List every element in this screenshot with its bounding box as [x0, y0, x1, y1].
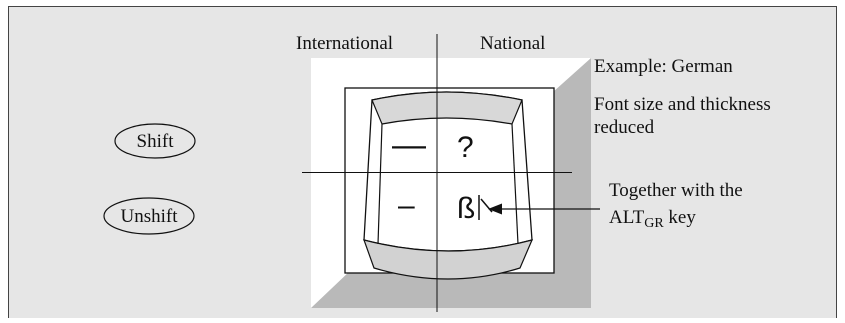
- header-international: International: [296, 33, 393, 54]
- pointer-arrowhead: [488, 203, 502, 215]
- keycap-top-bevel: [371, 91, 523, 125]
- keycap-top-left-glyph: —: [392, 126, 426, 164]
- alt-gr-note: ALTGR key: [609, 207, 696, 231]
- keycap-bottom-left-glyph: –: [398, 189, 415, 222]
- unshift-label: Unshift: [121, 206, 179, 227]
- keycap-right-inner-edge: [511, 123, 519, 245]
- font-note-line1: Font size and thickness: [594, 94, 771, 115]
- shift-label: Shift: [137, 131, 175, 152]
- alt-gr-subscript: GR: [644, 216, 664, 231]
- header-national: National: [480, 33, 545, 54]
- example-note: Example: German: [594, 56, 733, 77]
- keycap-top-right-glyph: ?: [457, 131, 474, 164]
- keycap-bottom-bevel: [363, 239, 534, 280]
- alt-gr-prefix: ALT: [609, 207, 645, 228]
- keycap-bottom-right-glyph: ß: [457, 192, 475, 225]
- shift-ellipse: [114, 123, 196, 159]
- keycap-left-inner-edge: [377, 123, 383, 245]
- key-base-shadow: [311, 58, 591, 308]
- unshift-ellipse: [103, 197, 195, 235]
- font-note-line2: reduced: [594, 117, 655, 138]
- alt-gr-suffix: key: [664, 207, 697, 228]
- together-note-line1: Together with the: [609, 180, 743, 201]
